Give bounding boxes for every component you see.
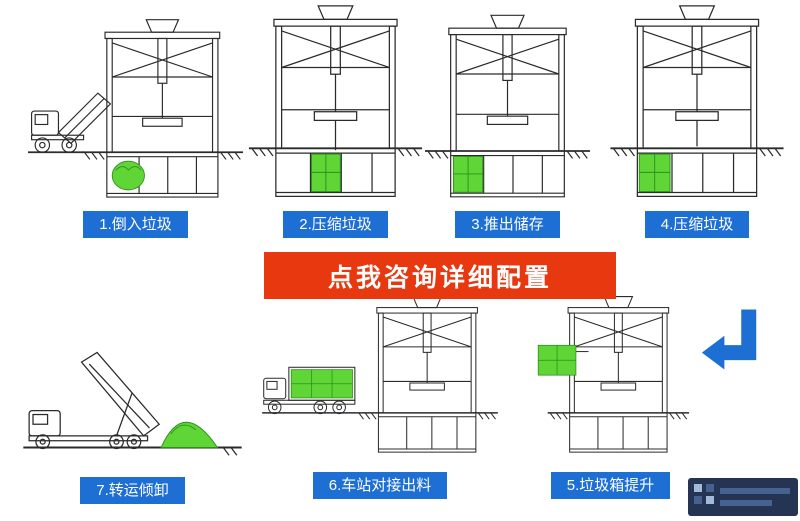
step-4-diagram-compressing-again	[609, 4, 785, 198]
step-4-label: 4.压缩垃圾	[644, 211, 750, 238]
step-6-cell: 6.车站对接出料	[240, 295, 520, 499]
step-2-label: 2.压缩垃圾	[283, 211, 388, 238]
watermark-logo	[688, 478, 798, 516]
step-2-cell: 2.压缩垃圾	[248, 4, 423, 238]
step-1-cell: 1.倒入垃圾	[28, 4, 243, 238]
step-6-diagram-truck-docking-station	[262, 295, 499, 453]
step-3-cell: 3.推出储存	[425, 4, 590, 238]
step-3-diagram-push-to-storage	[425, 14, 590, 198]
left-elbow-arrow-icon	[701, 309, 757, 370]
step-6-label: 6.车站对接出料	[312, 472, 448, 499]
step-5-diagram-container-lifting	[537, 295, 690, 453]
step-1-label: 1.倒入垃圾	[83, 211, 188, 238]
consult-banner[interactable]: 点我咨询详细配置	[264, 252, 616, 299]
step-2-diagram-compressing	[248, 4, 423, 198]
step-7-label: 7.转运倾卸	[80, 477, 185, 504]
step-1-diagram-dump-truck-tipping	[28, 18, 243, 198]
step-5-cell: 5.垃圾箱提升	[523, 295, 698, 499]
flow-arrow-container	[700, 308, 760, 386]
step-5-label: 5.垃圾箱提升	[550, 472, 671, 499]
step-7-cell: 7.转运倾卸	[20, 300, 245, 504]
step-7-diagram-transfer-dumping	[23, 351, 242, 456]
step-4-cell: 4.压缩垃圾	[608, 4, 786, 238]
step-3-label: 3.推出储存	[455, 211, 560, 238]
